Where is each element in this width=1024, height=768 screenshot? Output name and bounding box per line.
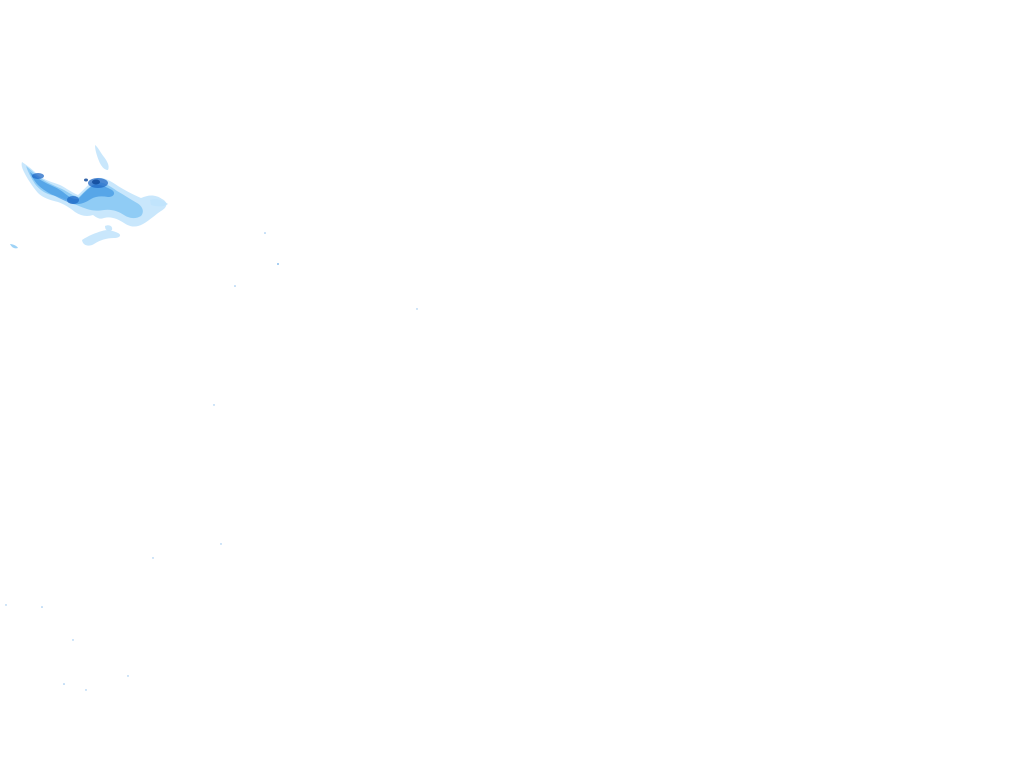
precip-speck: [277, 263, 279, 265]
precip-core-extreme: [92, 179, 100, 185]
precip-speck: [264, 232, 266, 234]
precip-speck: [5, 604, 7, 606]
precip-cell-medium: [10, 244, 18, 249]
precip-core-heavy: [32, 173, 44, 179]
precip-speck: [85, 689, 87, 691]
precip-core-heavy: [67, 196, 79, 204]
precip-cell-light: [95, 145, 109, 170]
precip-cell-light: [105, 225, 113, 231]
precip-speck: [63, 683, 65, 685]
precip-cell-medium: [26, 166, 143, 219]
precip-speck: [152, 557, 154, 559]
precip-speck: [41, 606, 43, 608]
precip-speck: [72, 639, 74, 641]
precip-speck: [234, 285, 236, 287]
precip-core-extreme: [84, 178, 88, 182]
precip-speck: [127, 675, 129, 677]
precip-cell-light: [150, 199, 168, 207]
precip-cell-strong: [30, 172, 115, 205]
precip-cell-light: [82, 230, 121, 246]
precip-speck: [416, 308, 418, 310]
precip-speck: [220, 543, 222, 545]
precip-speck: [213, 404, 215, 406]
